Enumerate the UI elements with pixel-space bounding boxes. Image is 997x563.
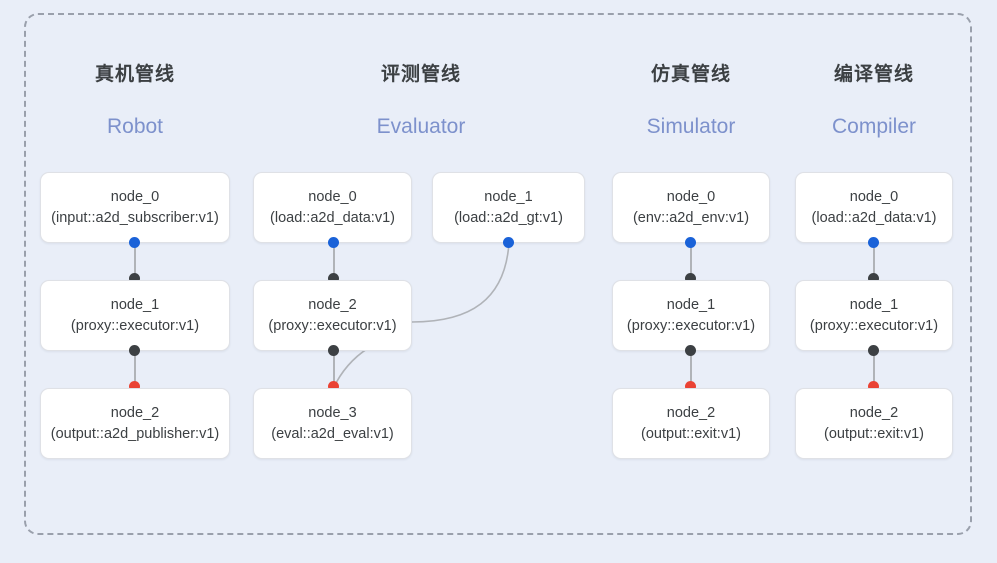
port-output-black[interactable] xyxy=(685,345,696,356)
port-output-blue[interactable] xyxy=(503,237,514,248)
node-title: node_0 xyxy=(849,188,899,205)
node-subtitle: (proxy::executor:v1) xyxy=(268,317,397,334)
node-card[interactable]: node_2 (output::exit:v1) xyxy=(612,388,770,459)
node-title: node_1 xyxy=(849,296,899,313)
node-subtitle: (env::a2d_env:v1) xyxy=(632,209,750,226)
node-title: node_0 xyxy=(308,188,357,205)
port-output-blue[interactable] xyxy=(685,237,696,248)
port-output-black[interactable] xyxy=(868,345,879,356)
port-input-red[interactable] xyxy=(868,381,879,392)
node-card[interactable]: node_1 (proxy::executor:v1) xyxy=(795,280,953,351)
node-title: node_0 xyxy=(666,188,716,205)
column-title-en: Simulator xyxy=(646,115,736,138)
column-title-cn: 仿真管线 xyxy=(650,64,731,85)
edge-c2-gt-to-executor xyxy=(411,242,510,323)
node-card[interactable]: node_3 (eval::a2d_eval:v1) xyxy=(253,388,412,459)
port-output-blue[interactable] xyxy=(129,237,140,248)
column-header-compiler: 编译管线 Compiler xyxy=(794,62,954,140)
node-card[interactable]: node_0 (input::a2d_subscriber:v1) xyxy=(40,172,230,243)
node-subtitle: (output::a2d_publisher:v1) xyxy=(50,425,220,442)
port-output-blue[interactable] xyxy=(868,237,879,248)
column-header-simulator: 仿真管线 Simulator xyxy=(611,62,771,140)
node-card[interactable]: node_2 (output::a2d_publisher:v1) xyxy=(40,388,230,459)
node-title: node_2 xyxy=(110,404,160,421)
port-input-black[interactable] xyxy=(328,273,339,284)
node-title: node_2 xyxy=(308,296,357,313)
node-title: node_0 xyxy=(110,188,160,205)
port-input-red[interactable] xyxy=(328,381,339,392)
node-subtitle: (proxy::executor:v1) xyxy=(70,317,200,334)
column-title-en: Compiler xyxy=(831,115,917,138)
port-output-black[interactable] xyxy=(328,345,339,356)
node-title: node_1 xyxy=(484,188,533,205)
node-title: node_1 xyxy=(110,296,160,313)
column-title-en: Evaluator xyxy=(376,115,466,138)
node-card[interactable]: node_1 (proxy::executor:v1) xyxy=(612,280,770,351)
column-title-en: Robot xyxy=(106,115,164,138)
node-card[interactable]: node_0 (load::a2d_data:v1) xyxy=(795,172,953,243)
node-subtitle: (proxy::executor:v1) xyxy=(809,317,939,334)
node-title: node_2 xyxy=(666,404,716,421)
node-subtitle: (load::a2d_gt:v1) xyxy=(454,209,563,226)
node-card[interactable]: node_0 (env::a2d_env:v1) xyxy=(612,172,770,243)
port-output-blue[interactable] xyxy=(328,237,339,248)
port-input-black[interactable] xyxy=(868,273,879,284)
node-card[interactable]: node_1 (load::a2d_gt:v1) xyxy=(432,172,585,243)
port-input-black[interactable] xyxy=(129,273,140,284)
port-input-red[interactable] xyxy=(685,381,696,392)
node-subtitle: (input::a2d_subscriber:v1) xyxy=(51,209,219,226)
port-input-red[interactable] xyxy=(129,381,140,392)
column-header-evaluator: 评测管线 Evaluator xyxy=(341,62,501,140)
node-title: node_3 xyxy=(308,404,357,421)
column-title-cn: 编译管线 xyxy=(833,64,914,85)
edge-c2-executor-to-eval xyxy=(333,344,375,388)
node-card[interactable]: node_0 (load::a2d_data:v1) xyxy=(253,172,412,243)
node-title: node_2 xyxy=(849,404,899,421)
node-subtitle: (proxy::executor:v1) xyxy=(626,317,756,334)
node-subtitle: (output::exit:v1) xyxy=(824,425,924,442)
node-card[interactable]: node_2 (proxy::executor:v1) xyxy=(253,280,412,351)
node-subtitle: (load::a2d_data:v1) xyxy=(811,209,937,226)
node-card[interactable]: node_2 (output::exit:v1) xyxy=(795,388,953,459)
node-subtitle: (output::exit:v1) xyxy=(641,425,741,442)
column-header-robot: 真机管线 Robot xyxy=(55,62,215,140)
node-subtitle: (eval::a2d_eval:v1) xyxy=(271,425,394,442)
port-output-black[interactable] xyxy=(129,345,140,356)
node-title: node_1 xyxy=(666,296,716,313)
node-subtitle: (load::a2d_data:v1) xyxy=(270,209,395,226)
node-card[interactable]: node_1 (proxy::executor:v1) xyxy=(40,280,230,351)
column-title-cn: 真机管线 xyxy=(94,64,175,85)
column-title-cn: 评测管线 xyxy=(380,64,461,85)
port-input-black[interactable] xyxy=(685,273,696,284)
